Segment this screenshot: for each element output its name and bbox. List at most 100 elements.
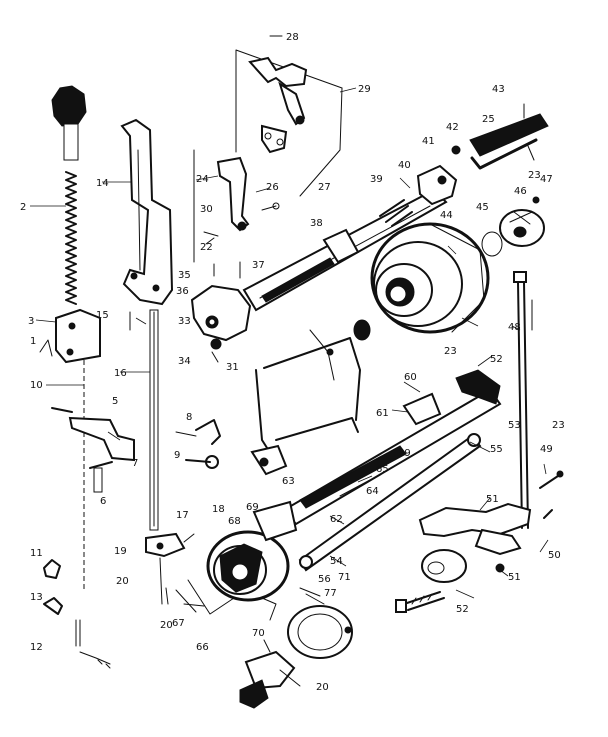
callout-58: 64 [366, 486, 379, 497]
callout-30: 35 [178, 270, 191, 281]
callout-40: 44 [440, 210, 453, 221]
callout-24: 26 [266, 182, 279, 193]
callout-18: 18 [212, 504, 225, 515]
part-guide-block [35, 308, 101, 364]
callout-17: 17 [176, 510, 189, 521]
callout-23b: 25 [482, 114, 495, 125]
callout-13: 13 [30, 592, 43, 603]
part-needle-crank [190, 231, 252, 363]
callout-27b: 30 [200, 204, 213, 215]
callout-28: 33 [178, 316, 191, 327]
part-needle [159, 557, 169, 605]
part-zigzag-linkage [250, 319, 371, 476]
callout-33: 37 [252, 260, 265, 271]
callout-2: 2 [20, 202, 26, 213]
part-feed-rod [513, 271, 533, 529]
callout-21b: 23 [528, 170, 541, 181]
callout-3: 3 [28, 316, 34, 327]
callout-38: 42 [446, 122, 459, 133]
callout-56: 62 [330, 514, 343, 525]
part-presser-lifter [51, 407, 135, 493]
callout-62: 68 [228, 516, 241, 527]
callout-21: 22 [200, 242, 213, 253]
callout-54: 60 [404, 372, 417, 383]
callout-34: 38 [310, 218, 323, 229]
callout-36: 40 [398, 160, 411, 171]
callout-15: 15 [96, 310, 109, 321]
part-right-screw [539, 470, 564, 489]
part-adjust-screw [395, 591, 445, 613]
callout-20c: 20 [316, 682, 329, 693]
callout-11: 11 [30, 548, 43, 559]
callout-51b: 54 [330, 556, 343, 567]
part-belt-pulley [451, 103, 549, 170]
part-needle-bar-frame [102, 118, 174, 306]
part-upper-arm-shaft [242, 164, 458, 312]
callout-20: 20 [116, 576, 129, 587]
callout-45: 49 [540, 444, 553, 455]
callout-20b: 20 [160, 620, 173, 631]
callout-19: 19 [114, 546, 127, 557]
callout-1: 1 [30, 336, 36, 347]
callout-52: 55 [490, 444, 503, 455]
callout-65: 71 [338, 572, 351, 583]
leader-lines [107, 175, 549, 599]
part-bobbin-case [261, 587, 353, 659]
callout-50: 52 [490, 354, 503, 365]
callout-7: 7 [132, 458, 138, 469]
callout-60: 66 [196, 642, 209, 653]
callout-labels: 2 3 10 5 6 7 1 14 15 16 8 9 17 18 19 20 … [20, 32, 565, 693]
callout-16: 16 [114, 368, 127, 379]
callout-61: 67 [172, 618, 185, 629]
callout-37: 41 [422, 136, 435, 147]
callout-57: 63 [282, 476, 295, 487]
part-take-up-link [193, 149, 280, 263]
callout-12: 12 [30, 642, 43, 653]
callout-47: 51 [486, 494, 499, 505]
callout-28b: 31 [226, 362, 239, 373]
callout-51: 53 [508, 420, 521, 431]
callout-25: 27 [318, 182, 331, 193]
part-bobbin-winder [481, 196, 545, 257]
part-handwheel [370, 222, 490, 334]
part-needle-bar [120, 309, 159, 531]
callout-42: 46 [514, 186, 527, 197]
part-lower-shaft [282, 369, 502, 526]
callout-23: 24 [196, 174, 209, 185]
callout-48: 51 [508, 572, 521, 583]
part-small-clips [43, 559, 111, 669]
callout-49: 52 [456, 604, 469, 615]
part-hook-drive [175, 579, 235, 615]
part-presser-bar [46, 360, 85, 590]
callout-14: 14 [96, 178, 109, 189]
callout-22: 23 [552, 420, 565, 431]
part-needle-clamp [145, 532, 195, 558]
part-take-up-lever-assembly [235, 35, 357, 197]
callout-66: 77 [324, 588, 337, 599]
callout-35: 39 [370, 174, 383, 185]
callout-46: 50 [548, 550, 561, 561]
part-presser-spring [30, 171, 77, 305]
callout-29: 34 [178, 356, 191, 367]
part-rotary-hook [206, 500, 298, 602]
part-connecting-rod [298, 433, 482, 572]
callout-63: 69 [246, 502, 259, 513]
part-thread-guide-lever [175, 419, 221, 469]
callout-6: 6 [100, 496, 106, 507]
callout-55: 61 [376, 408, 389, 419]
callout-10: 10 [30, 380, 43, 391]
callout-21c: 23 [444, 346, 457, 357]
part-bobbin [239, 639, 301, 709]
callout-26: 28 [286, 32, 299, 43]
callout-41: 45 [476, 202, 489, 213]
callout-39: 43 [492, 84, 505, 95]
callout-52b: 56 [318, 574, 331, 585]
callout-27: 29 [358, 84, 371, 95]
part-presser-knob [51, 85, 87, 161]
callout-59: 65 [376, 464, 389, 475]
callout-5: 5 [112, 396, 118, 407]
callout-53: 59 [398, 448, 411, 459]
callout-9: 9 [174, 450, 180, 461]
part-feed-dog-assembly [418, 502, 553, 583]
